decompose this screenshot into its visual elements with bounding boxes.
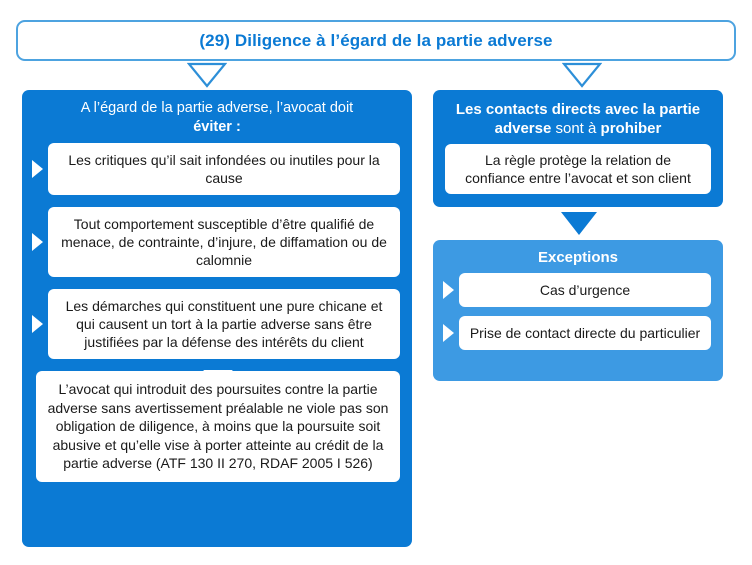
left-card-row-1[interactable]: Les critiques qu’il sait infondées ou in… — [26, 143, 400, 195]
hollow-down-triangle-icon-right — [562, 62, 602, 88]
page-title: (29) Diligence à l’égard de la partie ad… — [199, 30, 553, 50]
page-title-box: (29) Diligence à l’égard de la partie ad… — [16, 20, 736, 61]
left-panel-header: A l’égard de la partie adverse, l’avocat… — [22, 90, 412, 143]
left-card-row-3[interactable]: Les démarches qui constituent une pure c… — [26, 289, 400, 359]
right-card-1[interactable]: La règle protège la relation de confianc… — [445, 144, 711, 194]
right-panel: Les contacts directs avec la partie adve… — [433, 90, 723, 207]
left-panel: A l’égard de la partie adverse, l’avocat… — [22, 90, 412, 547]
exceptions-card-row-1[interactable]: Cas d’urgence — [437, 273, 711, 307]
solid-down-triangle-icon — [561, 212, 597, 235]
spacer — [22, 277, 412, 289]
right-card-row-1[interactable]: La règle protège la relation de confianc… — [445, 144, 711, 194]
exceptions-card-row-2[interactable]: Prise de contact directe du particulier — [437, 316, 711, 350]
exceptions-box: Exceptions Cas d’urgence Prise de contac… — [433, 240, 723, 381]
left-card-2[interactable]: Tout comportement susceptible d’être qua… — [48, 207, 400, 277]
right-panel-header-normal: sont à — [551, 120, 601, 137]
left-card-4[interactable]: L’avocat qui introduit des poursuites co… — [36, 371, 400, 482]
right-panel-header: Les contacts directs avec la partie adve… — [433, 90, 723, 144]
exceptions-card-2[interactable]: Prise de contact directe du particulier — [459, 316, 711, 350]
exceptions-card-1[interactable]: Cas d’urgence — [459, 273, 711, 307]
left-panel-header-line1: A l’égard de la partie adverse, l’avocat… — [80, 100, 354, 116]
right-triangle-marker-icon-1 — [26, 159, 48, 179]
right-triangle-marker-icon-3 — [26, 314, 48, 334]
left-card-row-2[interactable]: Tout comportement susceptible d’être qua… — [26, 207, 400, 277]
hollow-down-triangle-icon-left — [187, 62, 227, 88]
left-card-1[interactable]: Les critiques qu’il sait infondées ou in… — [48, 143, 400, 195]
right-panel-header-strong-1: Les contacts directs avec la partie adve… — [455, 101, 701, 137]
right-triangle-marker-icon-exc-2 — [437, 323, 459, 343]
left-panel-header-line2: éviter : — [193, 119, 241, 135]
right-triangle-marker-icon-exc-1 — [437, 280, 459, 300]
right-triangle-marker-icon-2 — [26, 232, 48, 252]
left-card-3[interactable]: Les démarches qui constituent une pure c… — [48, 289, 400, 359]
notch-down-indent-icon — [203, 370, 233, 382]
left-card-row-4[interactable]: L’avocat qui introduit des poursuites co… — [36, 370, 400, 482]
right-panel-header-strong-2: prohiber — [600, 120, 662, 137]
spacer — [22, 195, 412, 207]
exceptions-title: Exceptions — [537, 249, 619, 266]
